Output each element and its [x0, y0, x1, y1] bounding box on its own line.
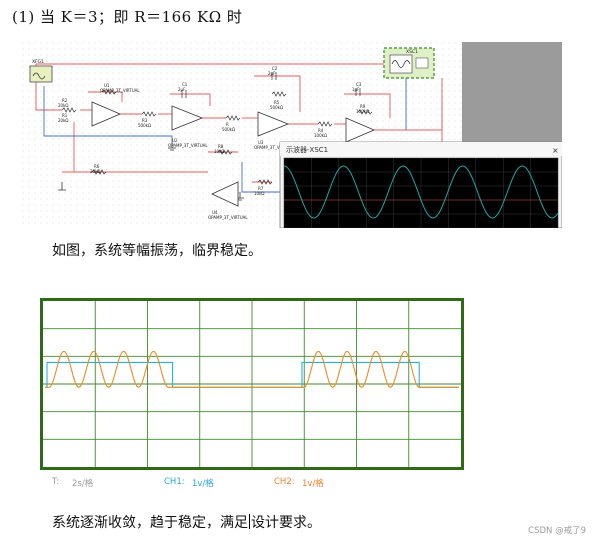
- paragraph-result-2-part-b: 设计要求。: [251, 515, 321, 531]
- legend-ch1-label: CH1:: [164, 477, 185, 487]
- component-value-c1: 2μF: [178, 87, 186, 92]
- component-value-r2: 20kΩ: [58, 103, 68, 108]
- scope-capture: [40, 298, 464, 470]
- component-value-u3: OPAMP_3T_VIRTUAL: [254, 145, 294, 150]
- legend-ch2-value: 1v/格: [302, 479, 324, 489]
- function-generator-xfg1[interactable]: XFG1: [29, 59, 53, 83]
- component-value-r: 500kΩ: [222, 127, 235, 132]
- component-label-r7: R7: [258, 186, 264, 191]
- scope-window-title: 示波器-XSC1: [286, 145, 328, 154]
- paragraph-result-2: 系统逐渐收敛，趋于稳定，满足设计要求。: [52, 512, 321, 532]
- component-value-r5: 500kΩ: [270, 105, 283, 110]
- component-label-r5: R5: [274, 100, 280, 105]
- legend-time-label: T:: [52, 477, 60, 487]
- series-ch2: [45, 350, 459, 388]
- text-cursor: [249, 514, 250, 529]
- component-label-r8: R8: [218, 144, 224, 149]
- component-value-c2: 2μF: [268, 71, 276, 76]
- legend-time-value: 2s/格: [72, 479, 94, 489]
- legend-ch1-value: 1v/格: [192, 479, 214, 489]
- svg-text:XSC1: XSC1: [406, 49, 418, 55]
- component-label-r9: R9: [360, 104, 366, 109]
- component-value-r6: 20kΩ: [90, 169, 100, 174]
- component-label-c2: C2: [272, 66, 278, 71]
- component-label-u2: U2: [172, 138, 178, 143]
- watermark: CSDN @戒了9: [528, 526, 586, 536]
- component-label-c3: C3: [356, 82, 362, 87]
- component-label-c1: C1: [182, 82, 188, 87]
- component-value-r4: 100kΩ: [314, 133, 327, 138]
- component-label-r: R: [226, 122, 229, 127]
- oscilloscope-window[interactable]: 示波器-XSC1 ×: [279, 141, 562, 228]
- component-label-r4: R4: [318, 128, 324, 133]
- component-value-u2: OPAMP_3T_VIRTUAL: [168, 143, 208, 148]
- component-label-r2: R2: [62, 98, 68, 103]
- component-value-u1: OPAMP_3T_VIRTUAL: [100, 88, 140, 93]
- component-label-r6: R6: [94, 164, 100, 169]
- svg-text:XFG1: XFG1: [32, 59, 44, 65]
- component-value-r1: 20kΩ: [58, 118, 68, 123]
- component-value-r3: 500kΩ: [138, 123, 151, 128]
- paragraph-result-1: 如图，系统等幅振荡，临界稳定。: [52, 243, 262, 259]
- component-value-r9: 100kΩ: [356, 109, 369, 114]
- component-label-r3: R3: [142, 118, 148, 123]
- legend-ch2-label: CH2:: [274, 477, 295, 487]
- close-icon[interactable]: ×: [552, 146, 559, 155]
- scope-capture-chart: [40, 298, 464, 470]
- wire-blue: [43, 74, 407, 193]
- component-value-r7: 10kΩ: [254, 191, 264, 196]
- paragraph-result-2-part-a: 系统逐渐收敛，趋于稳定，满足: [52, 515, 248, 531]
- opamp-symbols: [91, 101, 376, 207]
- oscilloscope-xsc1[interactable]: XSC1: [383, 47, 435, 79]
- component-label-u1: U1: [104, 83, 110, 88]
- section-heading: (1) 当 K＝3；即 R＝166 KΩ 时: [12, 8, 243, 26]
- component-label-u3: U3: [258, 140, 264, 145]
- scope-legend: T: 2s/格 CH1: 1v/格 CH2: 1v/格: [52, 477, 472, 491]
- component-label-r1: R1: [62, 113, 68, 118]
- component-value-c3: 1μF: [352, 87, 360, 92]
- component-value-r8: 10kΩ: [214, 149, 224, 154]
- component-label-u4: U4: [212, 210, 218, 215]
- component-value-u4: OPAMP_3T_VIRTUAL: [208, 215, 248, 220]
